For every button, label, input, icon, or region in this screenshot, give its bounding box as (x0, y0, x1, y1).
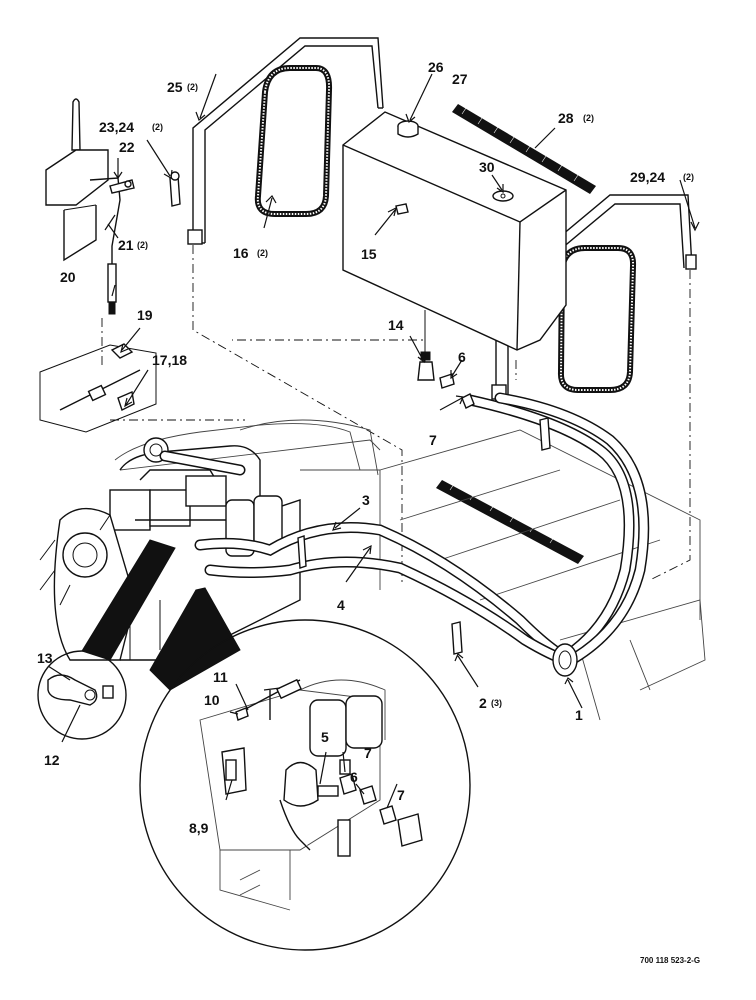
label-13: 13 (37, 650, 53, 666)
label-29-24-qty: (2) (683, 172, 694, 182)
hose-end (397, 813, 423, 847)
pump-body (283, 761, 319, 807)
tank-fitting (395, 203, 409, 215)
seal-strip-top (452, 104, 596, 194)
label-7-detail-a: 7 (364, 745, 372, 761)
label-3: 3 (362, 492, 370, 508)
fuel-tank (342, 111, 567, 351)
throttle-bracket (45, 98, 181, 315)
clamp-upper (539, 417, 551, 451)
clamp-7a (339, 773, 357, 795)
fitting-89 (225, 759, 237, 781)
label-6-tank: 6 (458, 349, 466, 365)
part-labels: 1 2 (3) 3 4 5 6 6 7 7 7 8,9 10 11 12 13 … (37, 59, 700, 965)
label-14: 14 (388, 317, 404, 333)
label-5: 5 (321, 729, 329, 745)
elbow-6 (439, 373, 455, 389)
fuel-lines (194, 392, 650, 677)
grommet (552, 643, 578, 677)
label-16: 16 (233, 245, 249, 261)
label-15: 15 (361, 246, 377, 262)
label-19: 19 (137, 307, 153, 323)
bracket-bolt (124, 180, 132, 188)
seal-strip-bottom (436, 480, 584, 564)
label-28: 28 (558, 110, 574, 126)
clamp-7b (379, 805, 397, 825)
drawing-number: 700 118 523-2-G (640, 956, 700, 965)
label-2: 2 (479, 695, 487, 711)
throttle-mount-plate (39, 343, 157, 433)
alignment-lines (101, 245, 691, 582)
label-23-24-qty: (2) (152, 122, 163, 132)
window-frame-left (187, 37, 384, 245)
filter-pipe (337, 819, 351, 857)
fitting-11 (275, 678, 303, 700)
elbow-5 (317, 785, 339, 797)
label-17-18: 17,18 (152, 352, 187, 368)
clamp-2 (451, 621, 463, 655)
throttle-lever (71, 98, 81, 151)
label-20: 20 (60, 269, 76, 285)
label-23-24: 23,24 (99, 119, 134, 135)
window-gasket-right (557, 245, 637, 393)
label-8-9: 8,9 (189, 820, 209, 836)
label-4: 4 (337, 597, 345, 613)
label-25-qty: (2) (187, 82, 198, 92)
label-30: 30 (479, 159, 495, 175)
label-28-qty: (2) (583, 113, 594, 123)
filter-b (345, 695, 383, 749)
detail-circle-large (139, 587, 471, 951)
elbow-6b (359, 785, 377, 805)
label-6-detail: 6 (350, 769, 358, 785)
label-21-qty: (2) (137, 240, 148, 250)
label-16-qty: (2) (257, 248, 268, 258)
clip-10 (235, 707, 249, 721)
label-22: 22 (119, 139, 135, 155)
label-1: 1 (575, 707, 583, 723)
filter-a (309, 699, 347, 757)
label-26: 26 (428, 59, 444, 75)
clamp-left (297, 535, 307, 569)
label-21: 21 (118, 237, 134, 253)
label-27: 27 (452, 71, 468, 87)
clamp-7 (461, 393, 475, 409)
fan-hub (62, 532, 108, 578)
label-7-detail-b: 7 (397, 787, 405, 803)
label-11: 11 (213, 669, 228, 685)
label-25: 25 (167, 79, 183, 95)
label-7-tank: 7 (429, 432, 437, 448)
window-gasket-left (254, 65, 333, 217)
label-29-24: 29,24 (630, 169, 665, 185)
label-2-qty: (3) (491, 698, 502, 708)
label-10: 10 (204, 692, 220, 708)
shutoff-valve (417, 361, 435, 381)
leader-arrows (47, 73, 700, 809)
label-12: 12 (44, 752, 60, 768)
fitting-12 (102, 685, 114, 699)
